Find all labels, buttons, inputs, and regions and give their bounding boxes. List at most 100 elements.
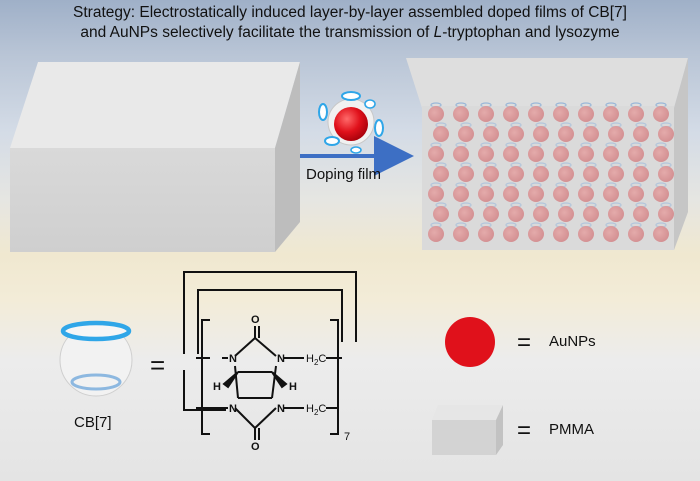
aunp-particle [453,106,469,122]
title-line-1: Strategy: Electrostatically induced laye… [73,4,627,21]
aunp-particle [528,146,544,162]
aunp-particle [433,166,449,182]
aunp-particle [433,206,449,222]
cb7-structure [183,271,357,440]
aunp-particle [508,166,524,182]
pmma-block-left [10,62,300,252]
aunp-particle [508,126,524,142]
nitrogen-4: N [277,403,285,415]
aunp-particle [503,106,519,122]
aunp-particle [533,166,549,182]
aunp-particle [428,186,444,202]
pmma-label: PMMA [549,421,594,438]
aunp-particle [553,226,569,242]
aunp-particle [583,166,599,182]
aunp-particle [658,166,674,182]
aunp-particle [428,146,444,162]
title-line-2: and AuNPs selectively facilitate the tra… [80,24,620,41]
nitrogen-3: N [229,403,237,415]
aunp-particle [553,186,569,202]
doped-film-block [406,58,688,250]
aunp-particle [553,146,569,162]
aunp-particle [578,226,594,242]
aunp-particle [528,106,544,122]
aunp-particle [458,126,474,142]
cb7-label: CB[7] [74,414,112,431]
aunp-particle [628,106,644,122]
aunp-particle [558,206,574,222]
hydrogen-left: H [213,381,221,393]
aunp-particle [603,226,619,242]
nitrogen-1: N [229,353,237,365]
aunp-particle [478,226,494,242]
aunp-particle [633,166,649,182]
aunp-particle [603,106,619,122]
aunp-particle [478,146,494,162]
aunp-particle [503,186,519,202]
aunp-particle [503,146,519,162]
aunp-particle [483,206,499,222]
aunp-particle [453,186,469,202]
oxygen-top: O [251,314,260,326]
aunp-particle [653,106,669,122]
aunp-particle [453,226,469,242]
aunp-particle [628,186,644,202]
equals-aunp: = [517,329,531,356]
oxygen-bottom: O [251,441,260,453]
aunp-particle [583,206,599,222]
aunp-particle [583,126,599,142]
aunp-particle [533,206,549,222]
aunp-particle [558,126,574,142]
repeat-subscript: 7 [344,431,350,443]
aunp-particle [503,226,519,242]
aunp-particle [433,126,449,142]
aunp-particle [458,206,474,222]
aunp-particle [478,186,494,202]
doping-film-label: Doping film [306,166,382,183]
cb7-cup-icon [59,320,133,397]
pmma-legend-icon [432,405,503,455]
aunp-particle [633,206,649,222]
aunp-particle [508,206,524,222]
aunp-particle [603,186,619,202]
aunp-particle [633,126,649,142]
aunp-particle [428,106,444,122]
aunp-particle [428,226,444,242]
aunp-particle [608,126,624,142]
aunp-particle [578,146,594,162]
aunp-particle [653,146,669,162]
ch2-bottom: H2C [306,403,326,417]
aunp-particle [453,146,469,162]
aunp-particle [478,106,494,122]
aunp-particle [558,166,574,182]
hydrogen-right: H [289,381,297,393]
aunp-particle [533,126,549,142]
aunp-particle [553,106,569,122]
aunps-label: AuNPs [549,333,596,350]
nanoparticle-array [428,102,674,242]
nitrogen-2: N [277,353,285,365]
aunp-particle [653,226,669,242]
structure-atom-labels: O O N N N N H H H2C H2C 7 [213,314,350,453]
aunp-particle [483,166,499,182]
aunp-particle [658,206,674,222]
cb7-aunp-particle-icon [318,91,384,154]
aunp-particle [528,226,544,242]
equals-cb7: = [150,350,165,380]
aunp-particle [578,106,594,122]
aunp-particle [653,186,669,202]
aunp-particle [528,186,544,202]
aunp-particle [603,146,619,162]
aunp-particle [578,186,594,202]
aunp-particle [608,166,624,182]
equals-pmma: = [517,417,531,444]
ch2-top: H2C [306,353,326,367]
aunp-particle [658,126,674,142]
aunp-particle [628,226,644,242]
aunp-particle [608,206,624,222]
strategy-title: Strategy: Electrostatically induced laye… [0,3,700,43]
aunp-particle [458,166,474,182]
aunp-particle [483,126,499,142]
aunp-particle [628,146,644,162]
